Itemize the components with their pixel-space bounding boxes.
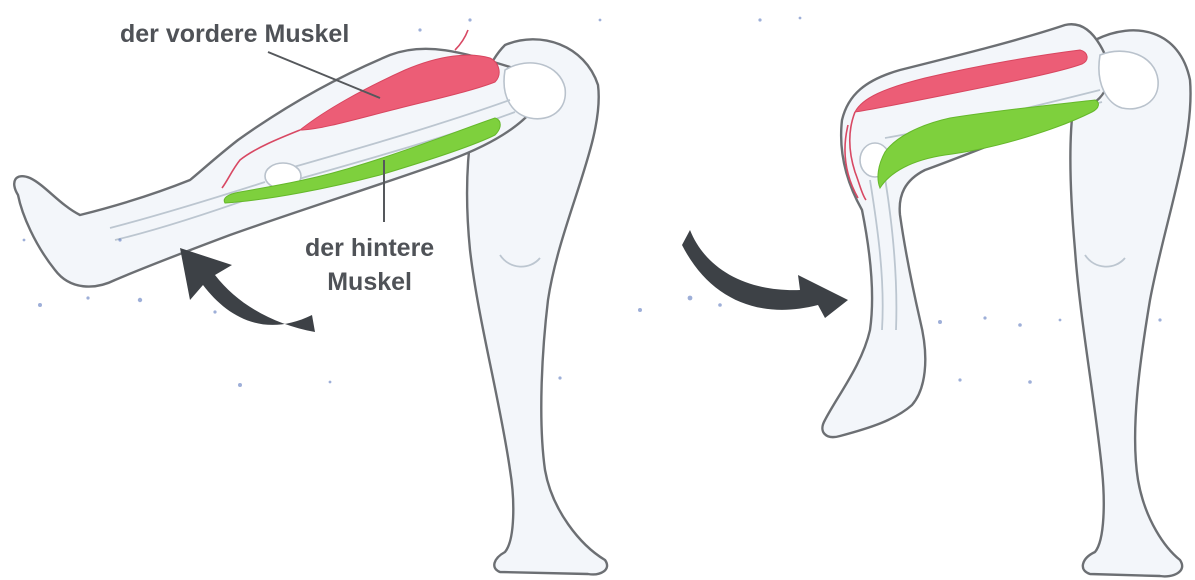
figure-bent-leg [682, 24, 1191, 576]
label-back-muscle-line2: Muskel [305, 266, 434, 300]
curved-arrow-down-icon [682, 230, 848, 318]
curved-arrow-up-icon [180, 248, 315, 332]
front-tendon-top-left [455, 30, 468, 50]
label-back-muscle: der hintere Muskel [305, 232, 434, 300]
label-front-muscle: der vordere Muskel [120, 18, 349, 52]
label-back-muscle-line1: der hintere [305, 232, 434, 266]
figure-extended-leg [14, 30, 607, 574]
